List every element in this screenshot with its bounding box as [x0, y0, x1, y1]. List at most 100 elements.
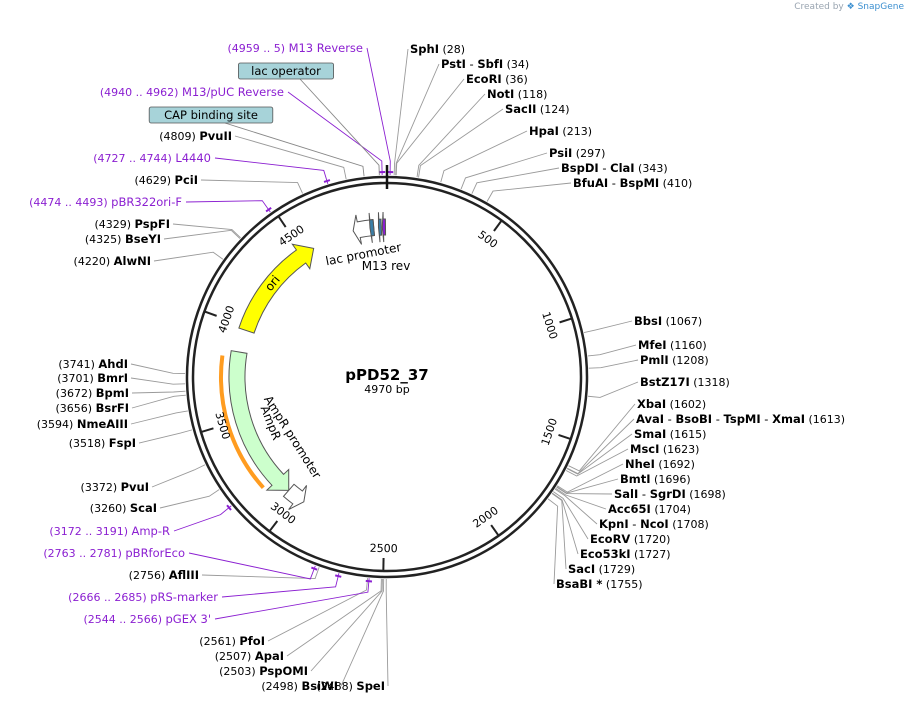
- cap-binding-site-feature[interactable]: [368, 212, 375, 243]
- m13-rev-label: M13 rev: [362, 259, 411, 273]
- enzyme-site-pfoi[interactable]: (2561) PfoI: [199, 634, 265, 648]
- leader-line: [555, 487, 607, 510]
- enzyme-site-ecorv[interactable]: EcoRV (1720): [590, 532, 670, 546]
- leader-line: [200, 179, 303, 194]
- ampr-feature[interactable]: [228, 350, 290, 491]
- enzyme-site-bpmi[interactable]: (3672) BpmI: [56, 386, 129, 400]
- enzyme-site-smai[interactable]: SmaI (1615): [634, 427, 706, 441]
- leader-line: [556, 486, 613, 495]
- leader-line: [551, 493, 567, 570]
- tick-mark: [268, 520, 279, 532]
- primer-prs-marker[interactable]: (2666 .. 2685) pRS-marker: [68, 590, 218, 604]
- primer-pbr322ori-f[interactable]: (4474 .. 4493) pBR322ori-F: [29, 195, 182, 209]
- leader-line: [583, 320, 633, 333]
- enzyme-site-psti[interactable]: PstI - SbfI (34): [441, 57, 529, 71]
- enzyme-site-bfuai[interactable]: BfuAI - BspMI (410): [573, 176, 692, 190]
- enzyme-site-bstz17i[interactable]: BstZ17I (1318): [640, 375, 730, 389]
- enzyme-site-bseyi[interactable]: (4325) BseYI: [85, 232, 161, 246]
- ampr-promoter-feature[interactable]: [282, 483, 308, 510]
- primer-mark: [334, 574, 342, 578]
- feature-arrows: [219, 212, 387, 510]
- enzyme-site-bspdi[interactable]: BspDI - ClaI (343): [561, 161, 668, 175]
- leader-line: [486, 182, 572, 202]
- tick-mark: [490, 524, 500, 537]
- leader-line: [214, 578, 370, 620]
- enzyme-site-pvuii[interactable]: (4809) PvuII: [159, 129, 232, 143]
- enzyme-site-pvui[interactable]: (3372) PvuI: [81, 480, 149, 494]
- leader-line: [568, 403, 636, 472]
- tick-mark: [493, 219, 503, 232]
- credit-prefix: Created by: [794, 2, 844, 12]
- enzyme-site-pspfi[interactable]: (4329) PspFI: [94, 217, 170, 231]
- leader-line: [138, 429, 193, 444]
- m13-rev-feature[interactable]: [381, 212, 387, 243]
- enzyme-site-hpai[interactable]: HpaI (213): [529, 124, 592, 138]
- leader-line: [234, 135, 347, 180]
- primer-pbrforeco[interactable]: (2763 .. 2781) pBRforEco: [43, 546, 185, 560]
- enzyme-site-sali[interactable]: SalI - SgrDI (1698): [614, 487, 726, 501]
- leader-line: [159, 489, 220, 509]
- feature-cap-binding-site[interactable]: CAP binding site: [164, 108, 258, 122]
- enzyme-site-sphi[interactable]: SphI (28): [410, 42, 465, 56]
- primer-l4440[interactable]: (4727 .. 4744) L4440: [93, 151, 211, 165]
- lac-operator-feature[interactable]: [377, 212, 383, 243]
- enzyme-site-nhei[interactable]: NheI (1692): [625, 457, 695, 471]
- enzyme-site-noti[interactable]: NotI (118): [487, 87, 547, 101]
- enzyme-site-sacii[interactable]: SacII (124): [505, 102, 570, 116]
- leader-line: [221, 573, 340, 598]
- leader-line: [173, 505, 232, 532]
- enzyme-site-eco53ki[interactable]: Eco53kI (1727): [580, 547, 671, 561]
- leader-line: [286, 578, 382, 657]
- leader-line: [299, 78, 380, 176]
- snapgene-credit: Created by ❖ SnapGene: [794, 2, 904, 12]
- site-labels: SphI (28)PstI - SbfI (34)EcoRI (36)NotI …: [29, 41, 845, 693]
- enzyme-site-alwni[interactable]: (4220) AlwNI: [74, 254, 151, 268]
- leader-line: [552, 492, 579, 555]
- enzyme-site-bsrfi[interactable]: (3656) BsrFI: [56, 401, 130, 415]
- feature-box: [237, 62, 334, 80]
- enzyme-site-ahdi[interactable]: (3741) AhdI: [58, 357, 128, 371]
- enzyme-site-spei[interactable]: (2488) SpeI: [316, 679, 385, 693]
- enzyme-site-ecori[interactable]: EcoRI (36): [466, 72, 528, 86]
- enzyme-site-psii[interactable]: PsiI (297): [549, 146, 605, 160]
- enzyme-site-bbsi[interactable]: BbsI (1067): [634, 314, 702, 328]
- enzyme-site-pmli[interactable]: PmlI (1208): [640, 353, 709, 367]
- primer-mark: [310, 566, 318, 571]
- ori-feature[interactable]: [238, 243, 315, 334]
- tick-label: 1500: [539, 416, 560, 447]
- primer-pgex-3[interactable]: (2544 .. 2566) pGEX 3': [83, 612, 211, 626]
- primer-amp-r[interactable]: (3172 .. 3191) Amp-R: [49, 524, 170, 538]
- leader-line: [340, 578, 385, 687]
- plasmid-name: pPD52_37: [345, 366, 428, 384]
- enzyme-site-scai[interactable]: (3260) ScaI: [90, 501, 157, 515]
- enzyme-site-kpni[interactable]: KpnI - NcoI (1708): [599, 517, 709, 531]
- leader-line: [393, 48, 409, 176]
- primer-m13-reverse[interactable]: (4959 .. 5) M13 Reverse: [228, 41, 364, 55]
- enzyme-site-nmeaiii[interactable]: (3594) NmeAIII: [37, 417, 128, 431]
- enzyme-site-apai[interactable]: (2507) ApaI: [215, 649, 284, 663]
- primer-m13-puc-reverse[interactable]: (4940 .. 4962) M13/pUC Reverse: [100, 85, 284, 99]
- enzyme-site-bmti[interactable]: BmtI (1696): [620, 472, 691, 486]
- enzyme-site-pcii[interactable]: (4629) PciI: [134, 173, 198, 187]
- enzyme-site-xbai[interactable]: XbaI (1602): [637, 397, 706, 411]
- enzyme-site-avai[interactable]: AvaI - BsoBI - TspMI - XmaI (1613): [636, 412, 845, 426]
- enzyme-site-pspomi[interactable]: (2503) PspOMI: [219, 664, 308, 678]
- enzyme-site-fspi[interactable]: (3518) FspI: [69, 436, 136, 450]
- tick-label: 1000: [539, 310, 560, 341]
- leader-line: [188, 552, 316, 580]
- enzyme-site-bmri[interactable]: (3701) BmrI: [57, 371, 128, 385]
- feature-lac-operator[interactable]: lac operator: [251, 64, 321, 78]
- enzyme-site-mfei[interactable]: MfeI (1160): [638, 338, 707, 352]
- enzyme-site-bsiwi[interactable]: (2498) BsiWI: [261, 679, 338, 693]
- amp-r-primer-bind-feature[interactable]: [219, 355, 265, 490]
- enzyme-site-bsabi[interactable]: BsaBI * (1755): [556, 577, 643, 591]
- enzyme-site-acc65i[interactable]: Acc65I (1704): [608, 502, 691, 516]
- feature-box: [148, 106, 274, 124]
- enzyme-site-saci[interactable]: SacI (1729): [568, 562, 635, 576]
- enzyme-site-afliii[interactable]: (2756) AflIII: [129, 568, 199, 582]
- leader-lines: [130, 47, 639, 687]
- leader-line: [287, 91, 383, 176]
- leader-line: [418, 108, 504, 178]
- primer-mark: [265, 207, 272, 213]
- enzyme-site-msci[interactable]: MscI (1623): [630, 442, 699, 456]
